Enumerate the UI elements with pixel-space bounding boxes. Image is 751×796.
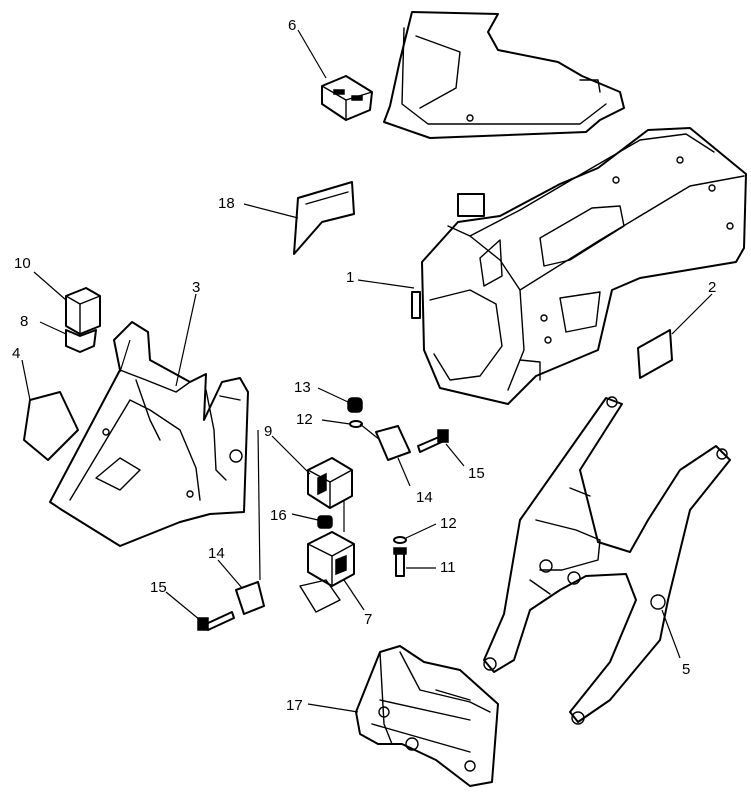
part-plate-18	[293, 181, 355, 255]
part-mount-9	[307, 457, 353, 509]
callout-14b: 14	[208, 545, 225, 562]
callout-15a: 15	[468, 465, 485, 482]
callout-14a: 14	[416, 489, 433, 506]
callout-17: 17	[286, 697, 303, 714]
part-boom	[483, 396, 731, 725]
part-rear-frame	[411, 127, 747, 405]
part-pad-8	[65, 329, 97, 353]
part-front-frame	[49, 321, 249, 547]
callout-16: 16	[270, 507, 287, 524]
callout-7: 7	[364, 611, 372, 628]
callout-13: 13	[294, 379, 311, 396]
part-cover-plate-2	[637, 329, 673, 379]
part-stopper-16	[317, 515, 333, 529]
callout-3: 3	[192, 279, 200, 296]
callout-2: 2	[708, 279, 716, 296]
part-plate-4	[23, 391, 79, 461]
callout-4: 4	[12, 345, 20, 362]
part-cover-plate	[383, 11, 625, 139]
callout-11: 11	[440, 559, 456, 576]
part-bolt-15a	[417, 429, 449, 453]
callout-1: 1	[346, 269, 354, 286]
leader-lines	[21, 29, 713, 713]
callout-12a: 12	[296, 411, 313, 428]
callout-8: 8	[20, 313, 28, 330]
part-cap-10	[65, 287, 101, 335]
part-block-6	[321, 75, 373, 121]
callout-12b: 12	[440, 515, 457, 532]
callout-6: 6	[288, 17, 296, 34]
callout-5: 5	[682, 661, 690, 678]
part-shim-14a	[375, 425, 411, 461]
callout-9: 9	[264, 423, 272, 440]
callout-15b: 15	[150, 579, 167, 596]
part-bolt-11	[393, 547, 407, 577]
part-shim-14b	[235, 581, 265, 615]
part-coupler	[355, 645, 499, 787]
callout-10: 10	[14, 255, 31, 272]
part-stopper-13	[347, 397, 363, 413]
callout-18: 18	[218, 195, 235, 212]
part-washer-12b	[393, 536, 407, 544]
callouts: 1 2 3 4 5 6 7 8 9 10 11 12 12 13 14 14 1…	[12, 17, 716, 714]
part-bolt-15b	[197, 611, 235, 631]
part-mount-7	[299, 531, 355, 613]
